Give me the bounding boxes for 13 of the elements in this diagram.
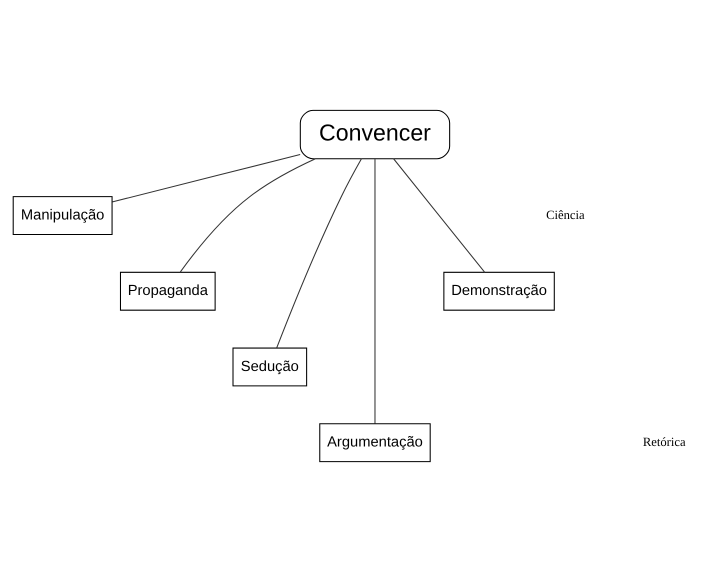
node-box: Argumentação [318, 422, 430, 462]
node-box: Propaganda [119, 271, 216, 310]
node-box: Manipulação [12, 196, 112, 234]
connector [179, 158, 315, 272]
connector [112, 154, 300, 202]
connector [392, 158, 485, 272]
connector [276, 158, 362, 348]
node-box: Sedução [232, 347, 307, 386]
label: Ciência [546, 207, 584, 222]
node-box: Convencer [299, 109, 450, 159]
node-box: Demonstração [442, 271, 554, 310]
connector [374, 158, 375, 424]
label: Retórica [642, 434, 686, 448]
